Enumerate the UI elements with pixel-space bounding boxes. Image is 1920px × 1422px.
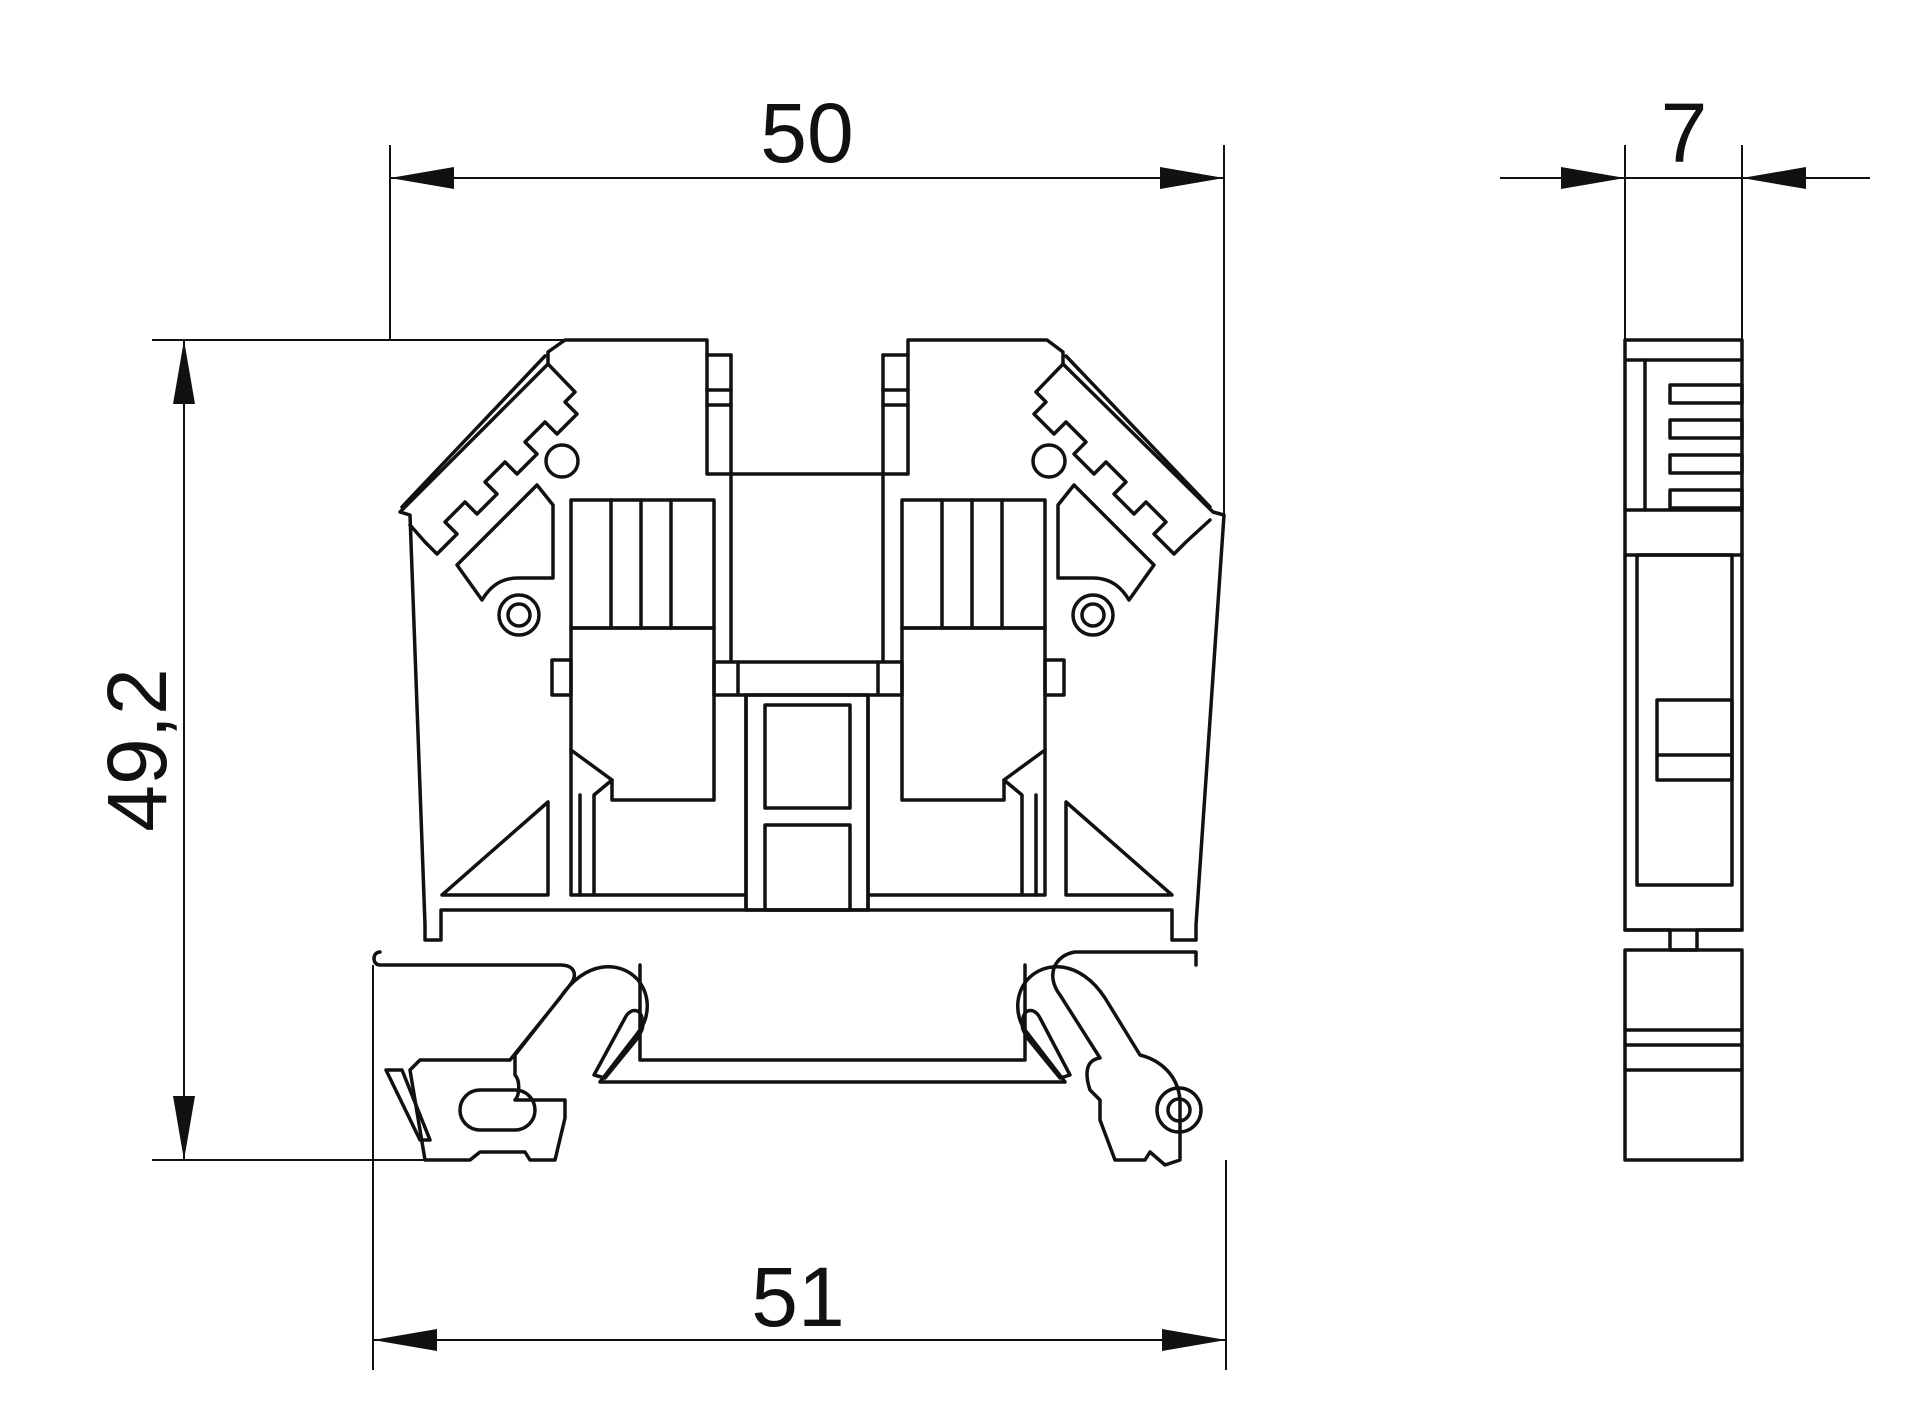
dimension-depth: 7 [1500, 86, 1870, 340]
dimension-label-width-bottom: 51 [751, 1250, 844, 1344]
dimension-width-bottom: 51 [372, 965, 1227, 1370]
dimension-label-depth: 7 [1661, 86, 1708, 180]
dimension-height: 49,2 [90, 339, 565, 1161]
dimension-label-width-top: 50 [760, 86, 853, 180]
dimension-width-top: 50 [389, 86, 1225, 520]
dimension-label-height: 49,2 [90, 668, 184, 832]
terminal-block-front-view [372, 338, 1226, 1167]
terminal-block-side-view [1623, 338, 1744, 1162]
